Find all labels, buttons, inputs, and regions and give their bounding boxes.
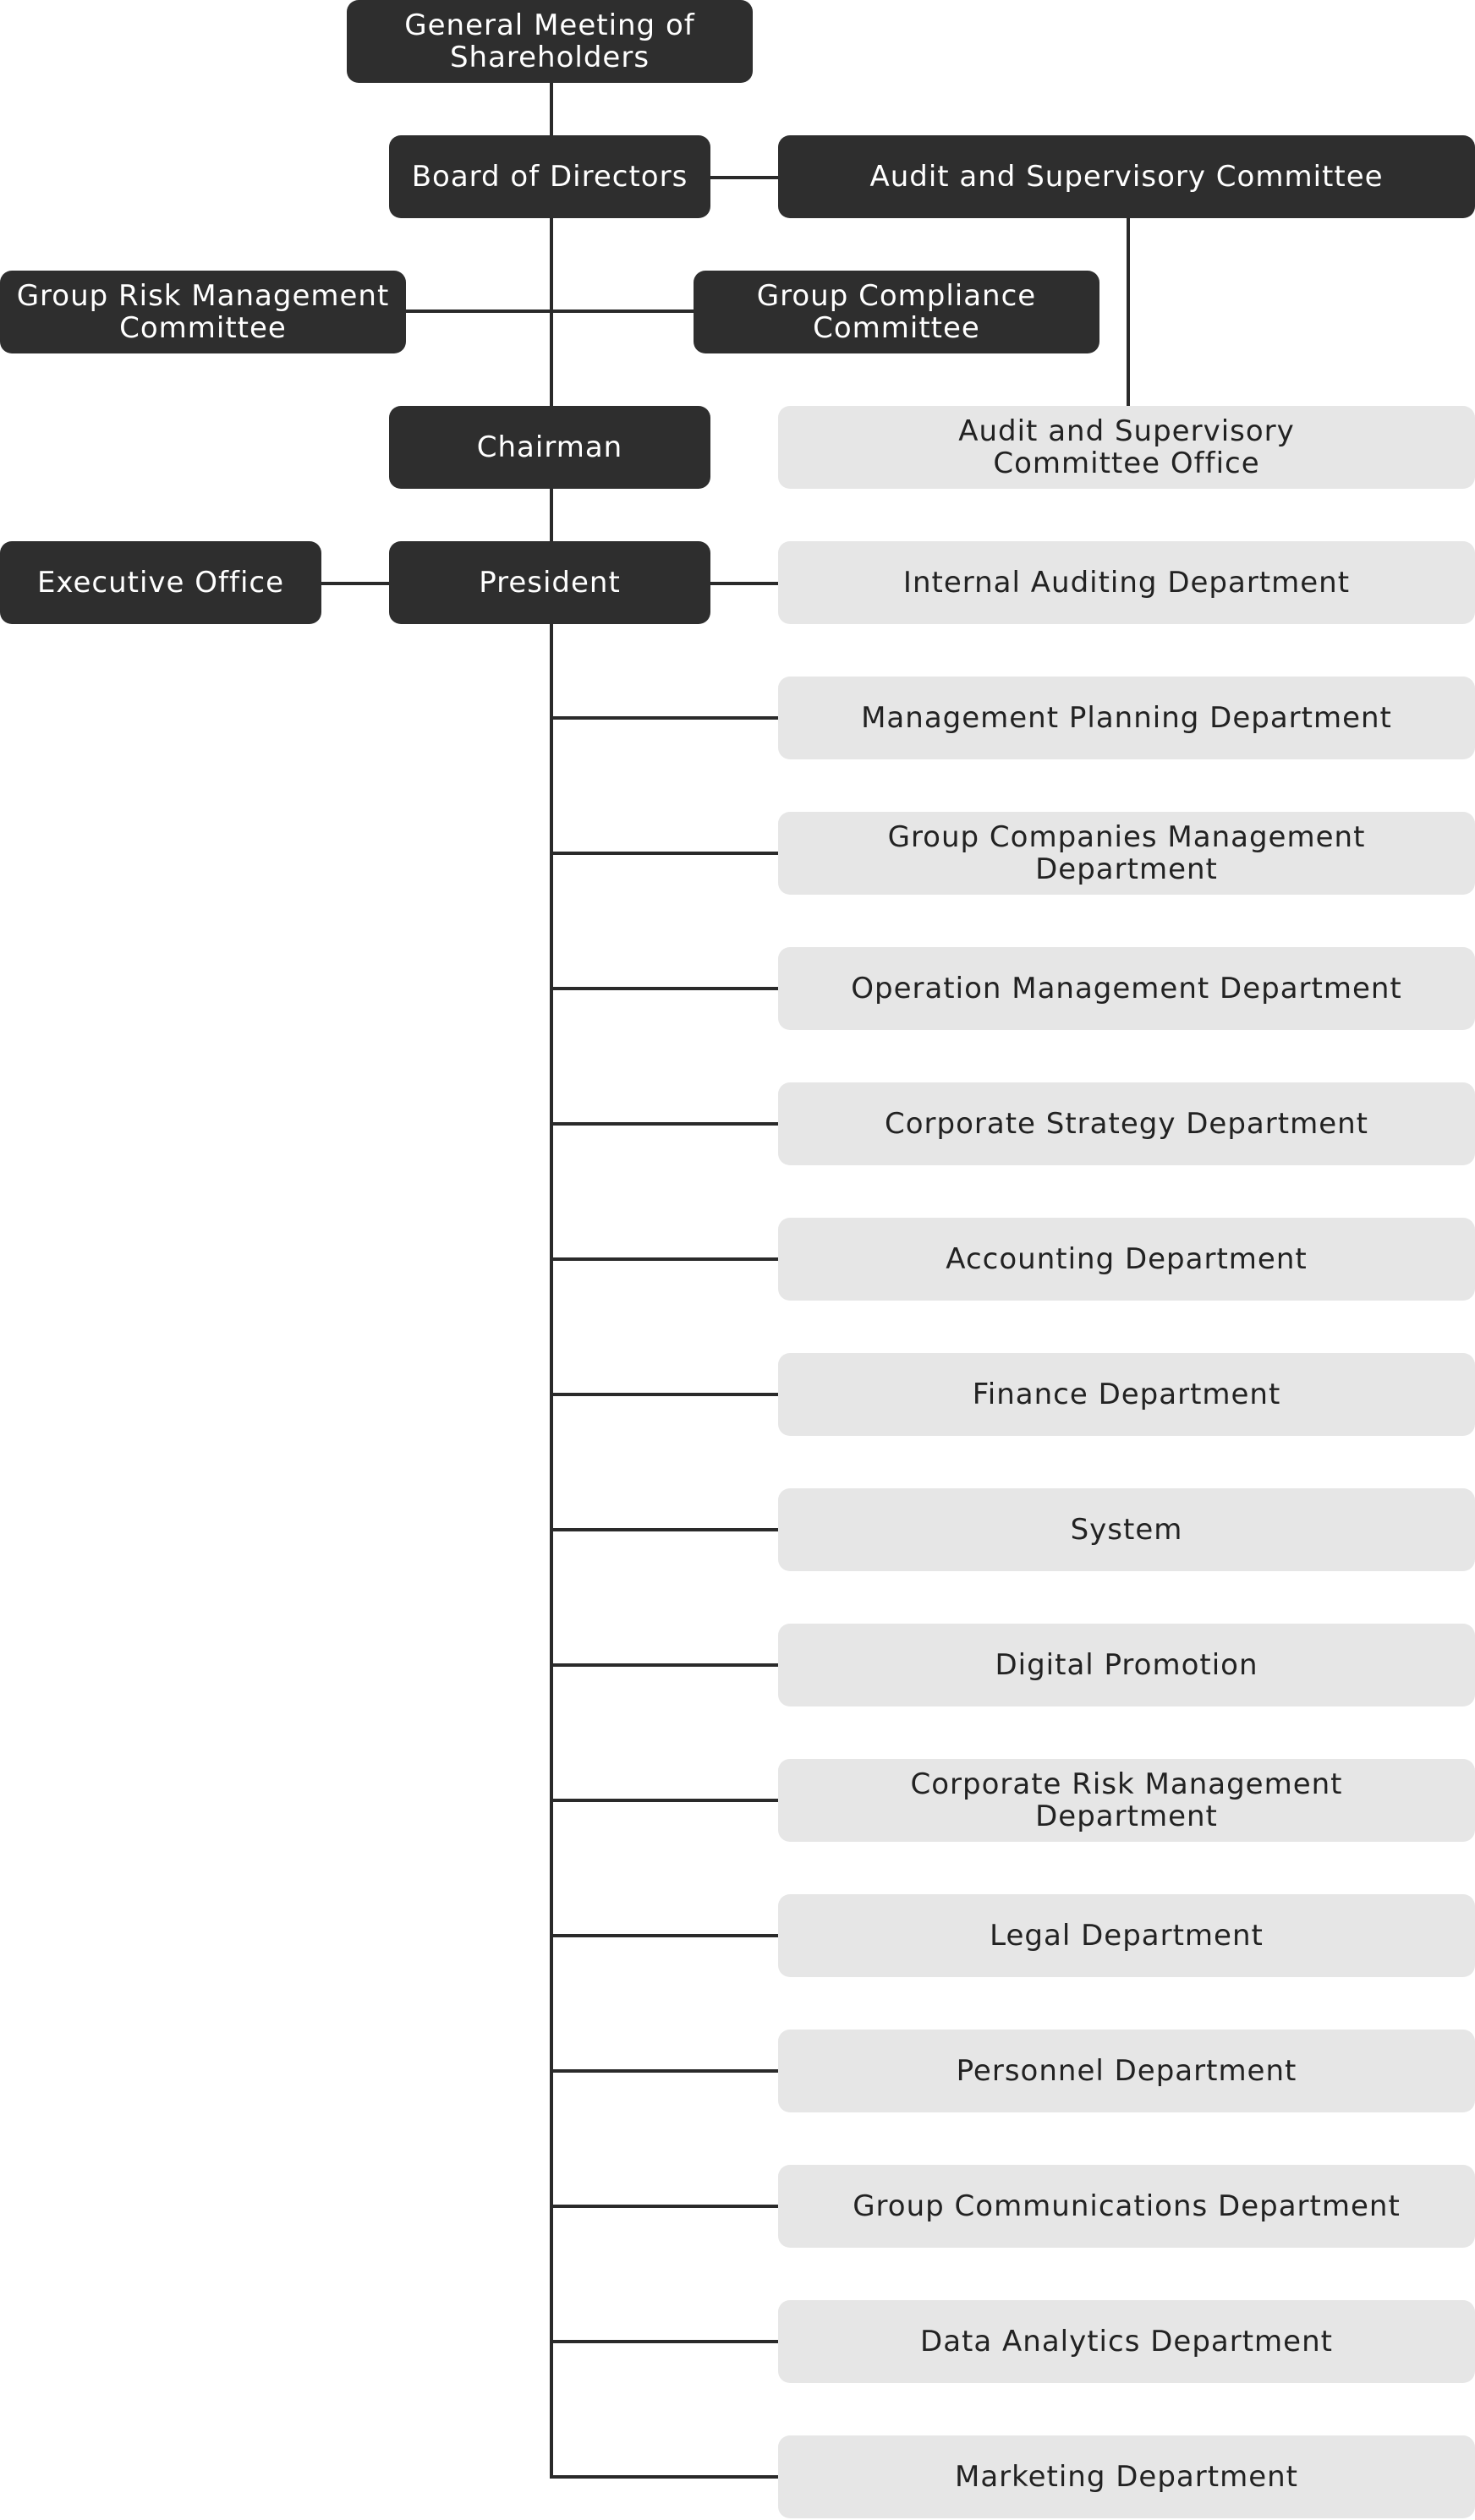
- committee-connector: [404, 310, 695, 313]
- department-box: Marketing Department: [778, 2435, 1475, 2518]
- department-box: Group Companies Management Department: [778, 812, 1475, 895]
- board-of-directors-box: Board of Directors: [389, 135, 710, 218]
- department-branch-line: [550, 1122, 780, 1126]
- chairman-box: Chairman: [389, 406, 710, 489]
- board-audit-connector: [709, 176, 780, 179]
- audit-office-box: Audit and Supervisory Committee Office: [778, 406, 1475, 489]
- president-box: President: [389, 541, 710, 624]
- department-box: Legal Department: [778, 1894, 1475, 1977]
- department-box: Digital Promotion: [778, 1624, 1475, 1706]
- department-branch-line: [550, 1934, 780, 1937]
- department-branch-line: [550, 1393, 780, 1396]
- department-branch-line: [550, 2340, 780, 2343]
- department-box: Finance Department: [778, 1353, 1475, 1436]
- department-branch-line: [550, 1528, 780, 1531]
- department-box: Group Communications Department: [778, 2165, 1475, 2248]
- department-box: Management Planning Department: [778, 677, 1475, 759]
- department-branch-line: [550, 716, 780, 720]
- department-box: Corporate Risk Management Department: [778, 1759, 1475, 1842]
- executive-office-box: Executive Office: [0, 541, 321, 624]
- department-branch-line: [550, 852, 780, 855]
- department-box: Data Analytics Department: [778, 2300, 1475, 2383]
- main-trunk-line: [550, 83, 553, 2478]
- department-box: Operation Management Department: [778, 947, 1475, 1030]
- president-internal-audit-connector: [709, 582, 780, 585]
- department-branch-line: [550, 2069, 780, 2073]
- department-branch-line: [550, 987, 780, 990]
- audit-office-connector: [1127, 218, 1130, 406]
- department-box: Internal Auditing Department: [778, 541, 1475, 624]
- department-box: Accounting Department: [778, 1218, 1475, 1301]
- department-box: Corporate Strategy Department: [778, 1082, 1475, 1165]
- general-meeting-box: General Meeting of Shareholders: [347, 0, 753, 83]
- group-compliance-committee-box: Group Compliance Committee: [694, 271, 1099, 353]
- department-branch-line: [550, 1257, 780, 1261]
- department-branch-line: [550, 1799, 780, 1802]
- group-risk-committee-box: Group Risk Management Committee: [0, 271, 406, 353]
- executive-office-connector: [320, 582, 391, 585]
- department-branch-line: [550, 1663, 780, 1667]
- department-branch-line: [550, 2205, 780, 2208]
- department-box: System: [778, 1488, 1475, 1571]
- department-box: Personnel Department: [778, 2030, 1475, 2112]
- department-branch-line: [550, 2475, 780, 2479]
- audit-committee-box: Audit and Supervisory Committee: [778, 135, 1475, 218]
